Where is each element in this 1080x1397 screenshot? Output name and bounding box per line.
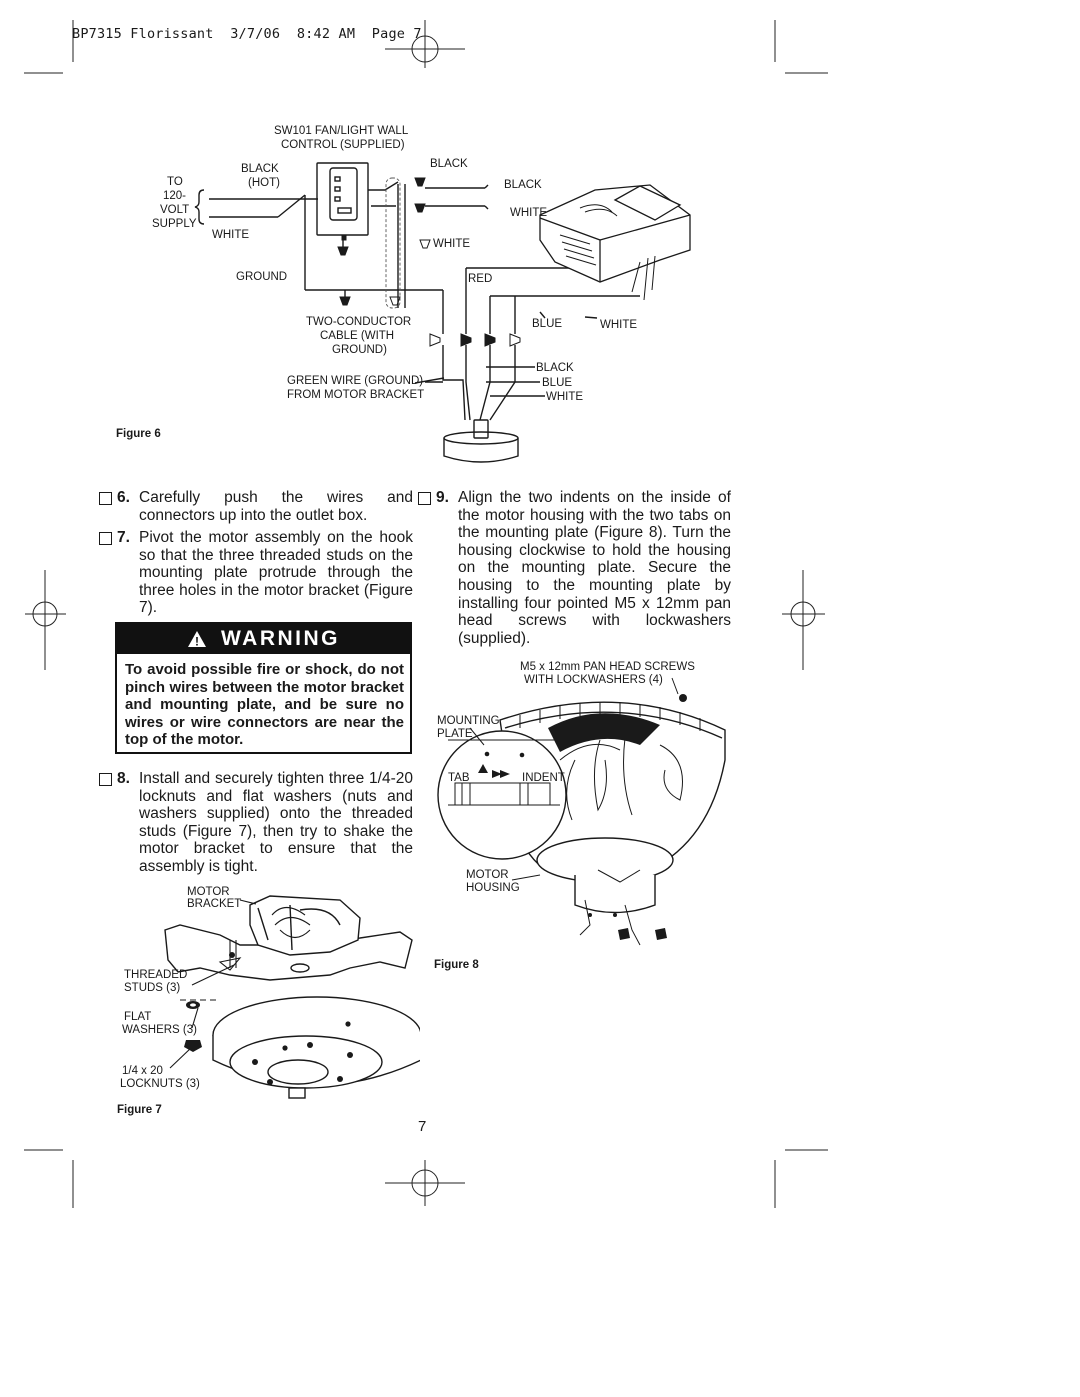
warning-box: ! WARNING To avoid possible fire or shoc…: [115, 622, 412, 754]
step-8: 8. Install and securely tighten three 1/…: [99, 770, 413, 876]
step-6-text: Carefully push the wires and connectors …: [139, 489, 413, 524]
fig7-locknuts-line2: LOCKNUTS (3): [120, 1078, 200, 1090]
step-7: 7. Pivot the motor assembly on the hook …: [99, 529, 413, 617]
fig6-hot-label: (HOT): [248, 177, 280, 189]
step-9-number: 9.: [436, 489, 449, 506]
fig6-cable-line2: CABLE (WITH: [320, 330, 395, 342]
fig6-red-label: RED: [468, 273, 493, 285]
figure-6-wiring-diagram: [194, 162, 691, 463]
fig7-threaded-studs-line1: THREADED: [124, 969, 188, 981]
fig8-mounting-plate-line2: PLATE: [437, 728, 473, 740]
fig6-black-hot-label: BLACK: [241, 163, 279, 175]
print-header: BP7315 Florissant 3/7/06 8:42 AM Page 7: [72, 26, 422, 42]
figure-7-motor-bracket-illustration: [164, 895, 420, 1099]
fig6-supply-label: SUPPLY: [152, 218, 197, 230]
step-8-checkbox[interactable]: [99, 773, 112, 786]
warning-symbol: !: [195, 635, 199, 649]
fig6-120-label: 120-: [163, 190, 187, 202]
fig8-indent-label: INDENT: [522, 772, 565, 784]
step-6: 6. Carefully push the wires and connecto…: [99, 489, 413, 524]
fig8-tab-label: TAB: [448, 772, 470, 784]
step-6-number: 6.: [117, 489, 130, 506]
fig8-mounting-plate-line1: MOUNTING: [437, 715, 500, 727]
fig6-blue-low-label: BLUE: [542, 377, 573, 389]
fig7-motor-bracket-line2: BRACKET: [187, 898, 242, 910]
step-7-text: Pivot the motor assembly on the hook so …: [139, 529, 413, 617]
fig6-white-blue-label: WHITE: [600, 319, 638, 331]
figure-6-caption: Figure 6: [116, 428, 161, 440]
fig7-threaded-studs-line2: STUDS (3): [124, 982, 181, 994]
figure-7-caption: Figure 7: [117, 1104, 162, 1116]
fig7-flat-washers-line2: WASHERS (3): [122, 1024, 197, 1036]
fig6-blue-label: BLUE: [532, 318, 563, 330]
fig8-screws-line2: WITH LOCKWASHERS (4): [524, 674, 663, 686]
step-9: 9. Align the two indents on the inside o…: [418, 489, 731, 647]
step-7-checkbox[interactable]: [99, 532, 112, 545]
warning-text: To avoid possible fire or shock, do not …: [125, 661, 404, 749]
fig6-green-wire-line2: FROM MOTOR BRACKET: [287, 389, 425, 401]
figure-8-caption: Figure 8: [434, 959, 479, 971]
warning-title: WARNING: [221, 627, 340, 650]
fig6-green-wire-line1: GREEN WIRE (GROUND): [287, 375, 424, 387]
figure-8-motor-housing-illustration: [437, 677, 726, 946]
fig6-white-left-label: WHITE: [212, 229, 250, 241]
fig6-white-mid-label: WHITE: [433, 238, 471, 250]
fig6-black-right-label: BLACK: [504, 179, 542, 191]
step-9-checkbox[interactable]: [418, 492, 431, 505]
fig6-control-title-line2: CONTROL (SUPPLIED): [281, 139, 405, 151]
page-number: 7: [418, 1118, 427, 1135]
fig6-ground-label: GROUND: [236, 271, 288, 283]
fig8-screws-line1: M5 x 12mm PAN HEAD SCREWS: [520, 661, 695, 673]
fig6-to-label: TO: [167, 176, 183, 188]
fig6-control-title-line1: SW101 FAN/LIGHT WALL: [274, 125, 409, 137]
warning-triangle-icon: !: [188, 631, 206, 649]
fig7-flat-washers-line1: FLAT: [124, 1011, 152, 1023]
fig6-black-low-label: BLACK: [536, 362, 574, 374]
fig7-motor-bracket-line1: MOTOR: [187, 886, 230, 898]
warning-header: ! WARNING: [117, 624, 410, 654]
step-8-number: 8.: [117, 770, 130, 787]
fig6-white-low-label: WHITE: [546, 391, 584, 403]
fig6-white-right-label: WHITE: [510, 207, 548, 219]
fig7-locknuts-line1: 1/4 x 20: [122, 1065, 163, 1077]
fig6-cable-line1: TWO-CONDUCTOR: [306, 316, 412, 328]
fig6-cable-line3: GROUND): [332, 344, 387, 356]
fig8-motor-housing-line2: HOUSING: [466, 882, 520, 894]
step-7-number: 7.: [117, 529, 130, 546]
step-9-text: Align the two indents on the inside of t…: [458, 489, 731, 647]
fig6-volt-label: VOLT: [160, 204, 190, 216]
fig8-motor-housing-line1: MOTOR: [466, 869, 509, 881]
step-8-text: Install and securely tighten three 1/4-2…: [139, 770, 413, 875]
step-6-checkbox[interactable]: [99, 492, 112, 505]
fig6-black-mid-label: BLACK: [430, 158, 468, 170]
